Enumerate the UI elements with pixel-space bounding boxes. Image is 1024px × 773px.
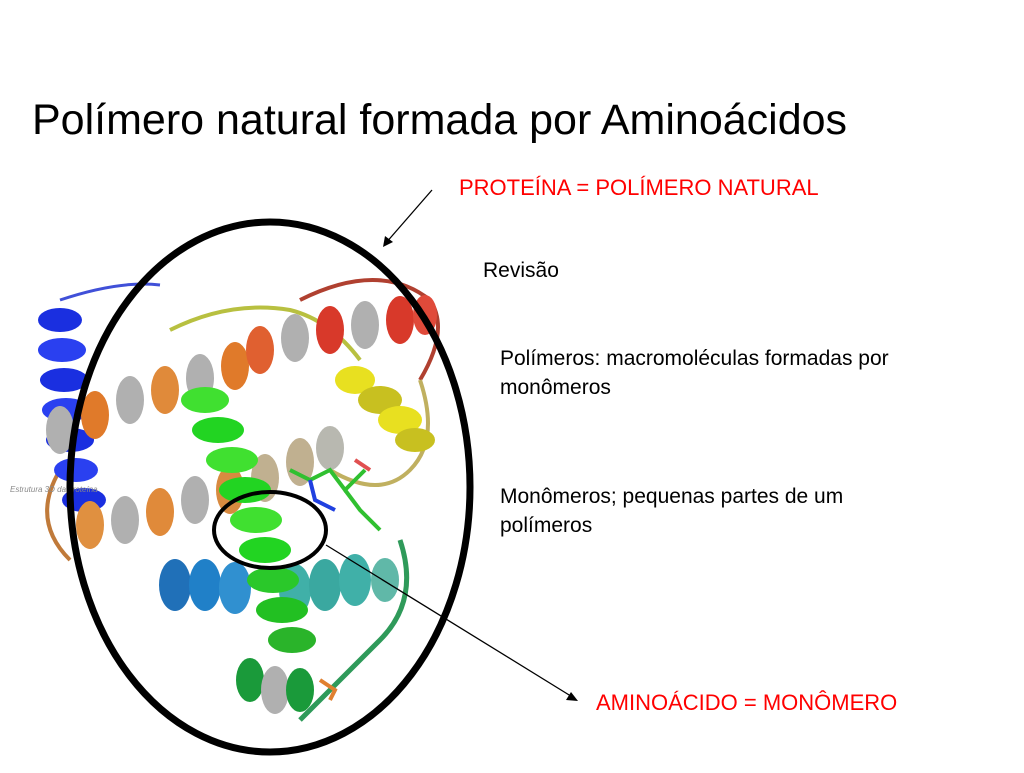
protein-label: PROTEÍNA = POLÍMERO NATURAL — [459, 175, 819, 200]
lower-orange-helix — [76, 426, 344, 549]
protein-ribbon-svg: Estrutura 3D da proteína — [10, 278, 440, 722]
amino-label: AMINOÁCIDO = MONÔMERO — [596, 690, 898, 715]
protein-structure-image: Estrutura 3D da proteína — [0, 200, 470, 768]
monomeros-definition: Monômeros; pequenas partes de um polímer… — [500, 485, 844, 537]
polimeros-definition: Polímeros: macromoléculas formadas por m… — [500, 347, 889, 399]
amino-arrow-head — [566, 692, 578, 701]
slide-title: Polímero natural formada por Aminoácidos — [32, 96, 848, 144]
darkgreen-helix — [236, 658, 314, 714]
image-caption: Estrutura 3D da proteína — [10, 485, 98, 494]
revisao-heading: Revisão — [483, 259, 559, 282]
skyblue-helix — [159, 559, 251, 614]
